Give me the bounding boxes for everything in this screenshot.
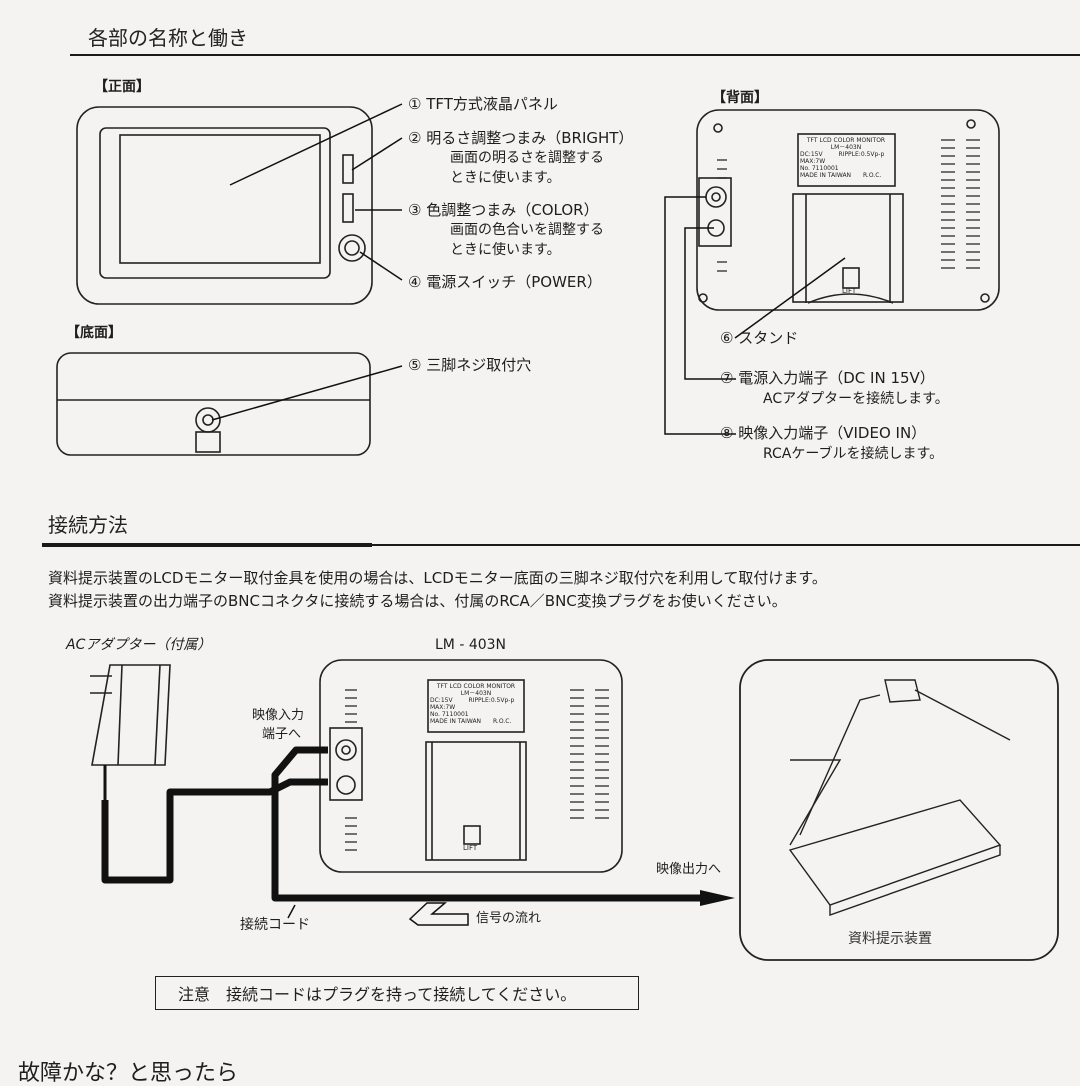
model-label-plate: TFT LCD COLOR MONITOR LM－403N DC:15V RIP… — [430, 683, 522, 725]
section-rule-thick — [42, 543, 372, 547]
part-8-num: ⑧ — [720, 424, 734, 442]
adapter-drawing — [90, 664, 171, 766]
presenter-label: 資料提示装置 — [848, 931, 932, 947]
bottom-view-drawing — [56, 352, 371, 456]
adapter-label: ACアダプター（付属） — [66, 637, 212, 653]
presenter-drawing — [788, 679, 1011, 916]
part-4-label: ④ 電源スイッチ（POWER） — [408, 275, 602, 290]
lift-label: LIFT — [842, 287, 857, 295]
part-7-name: 電源入力端子（DC IN 15V） — [738, 369, 935, 387]
part-8-label: ⑧ 映像入力端子（VIDEO IN） — [720, 426, 926, 441]
model-label: LM - 403N — [435, 637, 507, 653]
part-1-name: TFT方式液晶パネル — [426, 95, 558, 113]
part-3-desc-1: 画面の色合いを調整する — [450, 222, 604, 238]
section-title-connect: 接続方法 — [48, 513, 128, 537]
back-label-line6a: MADE IN TAIWAN — [800, 172, 852, 179]
back-label-line1: TFT LCD COLOR MONITOR — [806, 137, 886, 144]
back-view-drawing — [696, 109, 1000, 311]
plate2-line3a: DC:15V — [430, 697, 453, 704]
front-header: 【正面】 — [94, 79, 150, 95]
part-2-desc-1: 画面の明るさを調整する — [450, 150, 604, 166]
back-label-line4: MAX:7W — [800, 158, 826, 165]
bottom-header: 【底面】 — [66, 325, 122, 341]
plate2-line5: No. 7110001 — [430, 711, 469, 718]
section-rule-thin — [372, 544, 1080, 546]
back-label-line6b: R.O.C. — [862, 172, 882, 179]
back-label-line3b: RIPPLE:0.5Vp-p — [838, 151, 885, 158]
part-1-num: ① — [408, 95, 422, 113]
part-6-num: ⑥ — [720, 329, 734, 347]
part-5-num: ⑤ — [408, 356, 422, 374]
notice-text: 注意 接続コードはプラグを持って接続してください。 — [178, 985, 577, 1004]
notice-box: 注意 接続コードはプラグを持って接続してください。 — [155, 976, 639, 1010]
front-view-drawing — [76, 106, 373, 305]
part-4-num: ④ — [408, 273, 422, 291]
presenter-box — [739, 659, 1059, 961]
part-7-num: ⑦ — [720, 369, 734, 387]
plate2-line1: TFT LCD COLOR MONITOR — [436, 683, 516, 690]
part-2-label: ② 明るさ調整つまみ（BRIGHT） — [408, 131, 633, 146]
connect-para-2: 資料提示装置の出力端子のBNCコネクタに接続する場合は、付属のRCA／BNC変換… — [48, 592, 787, 610]
section-title-parts: 各部の名称と働き — [88, 26, 248, 50]
part-2-desc-2: ときに使います。 — [450, 170, 561, 186]
video-in-label-2: 端子へ — [262, 727, 302, 742]
back-label-line5: No. 7110001 — [800, 165, 839, 172]
video-in-label-1: 映像入力 — [252, 708, 305, 723]
part-2-num: ② — [408, 129, 422, 147]
part-7-label: ⑦ 電源入力端子（DC IN 15V） — [720, 371, 935, 386]
part-3-name: 色調整つまみ（COLOR） — [426, 201, 599, 219]
footer-partial-heading: 故障かな？と思ったら — [18, 1061, 239, 1086]
part-2-name: 明るさ調整つまみ（BRIGHT） — [426, 129, 634, 147]
signal-label: 信号の流れ — [476, 911, 542, 926]
part-8-name: 映像入力端子（VIDEO IN） — [738, 424, 927, 442]
part-5-name: 三脚ネジ取付穴 — [426, 356, 532, 374]
plate2-line2: LM－403N — [460, 690, 492, 697]
part-1-label: ① TFT方式液晶パネル — [408, 97, 558, 112]
lift-label-2: LIFT — [463, 844, 478, 852]
part-7-desc: ACアダプターを接続します。 — [763, 391, 949, 407]
part-6-name: スタンド — [738, 329, 799, 347]
back-header: 【背面】 — [712, 90, 768, 106]
back-label-plate: TFT LCD COLOR MONITOR LM－403N DC:15V RIP… — [800, 137, 892, 179]
section-rule — [70, 54, 1080, 56]
cord-label: 接続コード — [240, 917, 310, 933]
part-3-desc-2: ときに使います。 — [450, 242, 561, 258]
part-6-label: ⑥ スタンド — [720, 331, 798, 346]
plate2-line6a: MADE IN TAIWAN — [430, 718, 482, 725]
plate2-line3b: RIPPLE:0.5Vp-p — [468, 697, 515, 704]
part-4-name: 電源スイッチ（POWER） — [426, 273, 602, 291]
part-3-num: ③ — [408, 201, 422, 219]
connect-para-1: 資料提示装置のLCDモニター取付金具を使用の場合は、LCDモニター底面の三脚ネジ… — [48, 569, 827, 587]
monitor-back-drawing-2 — [319, 659, 623, 873]
video-out-label: 映像出力へ — [656, 862, 722, 877]
plate2-line6b: R.O.C. — [492, 718, 512, 725]
part-3-label: ③ 色調整つまみ（COLOR） — [408, 203, 599, 218]
back-label-line3a: DC:15V — [800, 151, 823, 158]
plate2-line4: MAX:7W — [430, 704, 456, 711]
part-5-label: ⑤ 三脚ネジ取付穴 — [408, 358, 531, 373]
part-8-desc: RCAケーブルを接続します。 — [763, 446, 944, 462]
back-label-line2: LM－403N — [830, 144, 862, 151]
